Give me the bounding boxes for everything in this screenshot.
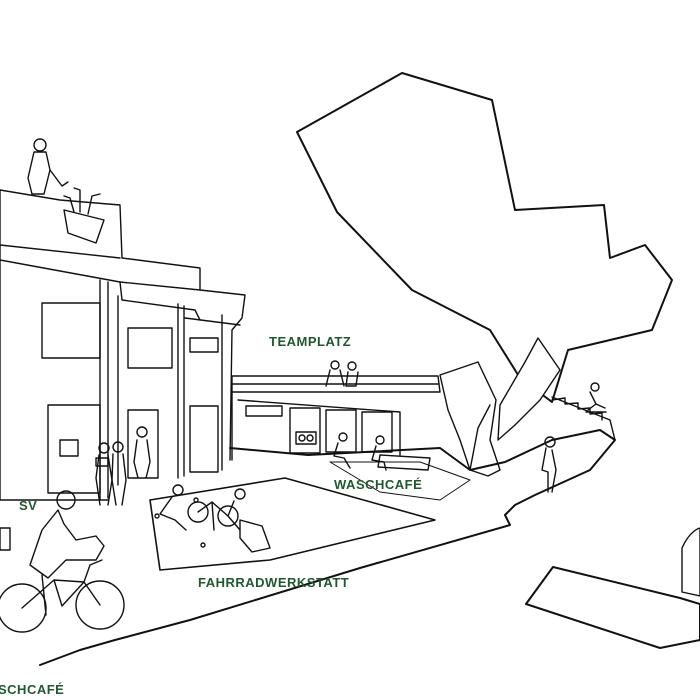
tree-trunk xyxy=(440,338,560,476)
rooftop-person xyxy=(28,139,68,194)
label-teamplatz: TEAMPLATZ xyxy=(269,334,352,349)
bench-bottom-right xyxy=(526,528,700,648)
teamplatz-people xyxy=(326,361,358,386)
entrance-people xyxy=(96,427,150,505)
ramp-steps xyxy=(552,398,602,420)
label-fahrradwerkstatt: FAHRRADWERKSTATT xyxy=(198,575,350,590)
waschcafe-people xyxy=(334,433,430,470)
bike-workshop-area xyxy=(150,478,435,570)
tree-canopy xyxy=(297,73,672,402)
workshop-people xyxy=(160,485,270,552)
left-box xyxy=(0,528,10,550)
label-sv: SV xyxy=(19,498,38,513)
teamplatz-building xyxy=(232,376,440,460)
waschcafe-pad xyxy=(330,462,470,500)
plaza-outline xyxy=(40,397,615,665)
cyclist xyxy=(0,491,124,632)
label-waschcafe: WASCHCAFÉ xyxy=(334,477,423,492)
ground-markers xyxy=(155,498,205,547)
person-near-tree xyxy=(542,437,556,492)
label-schcafe-cut: SCHCAFÉ xyxy=(0,682,65,697)
main-building xyxy=(0,188,245,500)
